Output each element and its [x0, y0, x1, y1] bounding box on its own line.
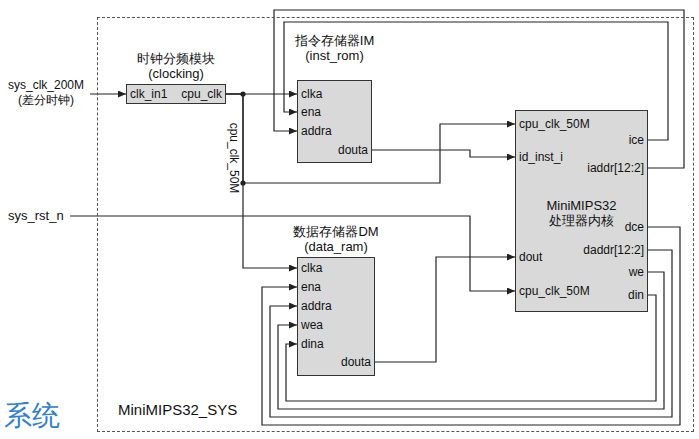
slide-title: 系统 [4, 400, 60, 432]
pin-name: dina [301, 337, 324, 351]
pin-name: douta [338, 143, 368, 157]
clock-input-wire [90, 93, 126, 94]
module-title: 指令存储器IM (inst_rom) [285, 33, 385, 63]
signal-wire [262, 227, 680, 425]
module-title: 数据存储器DM (data_ram) [286, 224, 386, 254]
signal-wire [226, 94, 297, 268]
processor-box: MiniMIPS32 处理器内核 cpu_clk_50M id_inst_i ice i… [515, 110, 648, 312]
pin-name: din [628, 288, 644, 302]
pin-name: clka [301, 261, 322, 275]
pin-name: cpu_clk_50M [519, 117, 590, 131]
signal-wire [375, 257, 515, 362]
pin-name: clka [301, 87, 322, 101]
pin-name: dout [519, 250, 542, 264]
pin-name: addra [301, 299, 332, 313]
pin-name: daddr[12:2] [583, 243, 644, 257]
pin-name: cpu_clk [181, 87, 222, 101]
module-box: 数据存储器DM (data_ram)clkaenaaddraweadinadou… [297, 257, 375, 376]
pin-name: dce [625, 220, 644, 234]
pin-name: addra [301, 124, 332, 138]
system-name: MiniMIPS32_SYS [118, 401, 237, 419]
signal-name: sys_rst_n [8, 208, 64, 224]
pin-name: ena [301, 105, 321, 119]
module-box: 指令存储器IM (inst_rom)clkaenaaddradouta [297, 80, 372, 163]
module-title: MiniMIPS32 处理器内核 [532, 198, 632, 228]
signal-name: sys_clk_200M (差分时钟) [2, 78, 90, 108]
pin-name: douta [341, 355, 371, 369]
pin-name: ice [629, 133, 644, 147]
module-box: 时钟分频模块 (clocking)clk_in1cpu_clk [126, 84, 226, 104]
pin-name: wea [301, 318, 323, 332]
pin-name: we [629, 265, 644, 279]
pin-name: iaddr[12:2] [587, 161, 644, 175]
reset-wire [70, 216, 515, 291]
signal-wire [372, 150, 515, 157]
signal-name: cpu_clk_50M [227, 123, 240, 194]
pin-name: id_inst_i [519, 150, 563, 164]
pin-name: cpu_clk_50M [519, 284, 590, 298]
system-boundary: MiniMIPS32_SYS时钟分频模块 (clocking)clk_in1cp… [97, 17, 694, 432]
module-title: 时钟分频模块 (clocking) [126, 51, 226, 81]
pin-name: clk_in1 [130, 87, 167, 101]
pin-name: ena [301, 280, 321, 294]
